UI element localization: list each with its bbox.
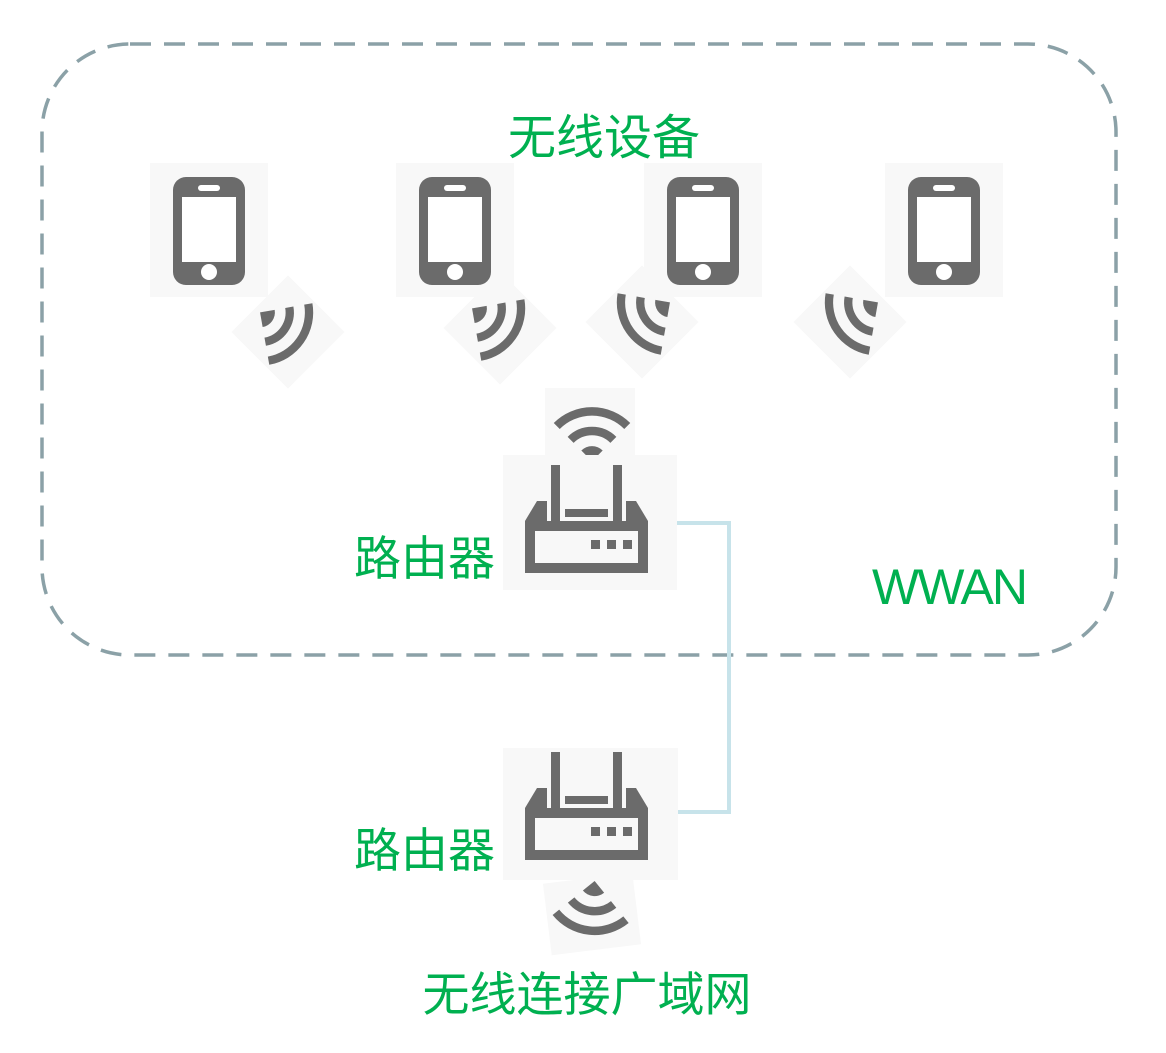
wifi-signal-icon [544,875,637,957]
router-icon [525,465,648,573]
router-icon [525,752,648,860]
wwan-zone-label: WWAN [872,559,1028,615]
wan-caption: 无线连接广域网 [422,970,752,1022]
smartphone-icon [419,177,491,285]
smartphone-icon [667,177,739,285]
wan-router-label: 路由器 [354,826,495,878]
zone-title: 无线设备 [507,112,700,165]
wwan-router-label: 路由器 [354,534,495,586]
smartphone-icon [908,177,980,285]
router-connector-line [660,521,731,814]
wifi-signal-icon [549,390,635,463]
smartphone-icon [173,177,245,285]
